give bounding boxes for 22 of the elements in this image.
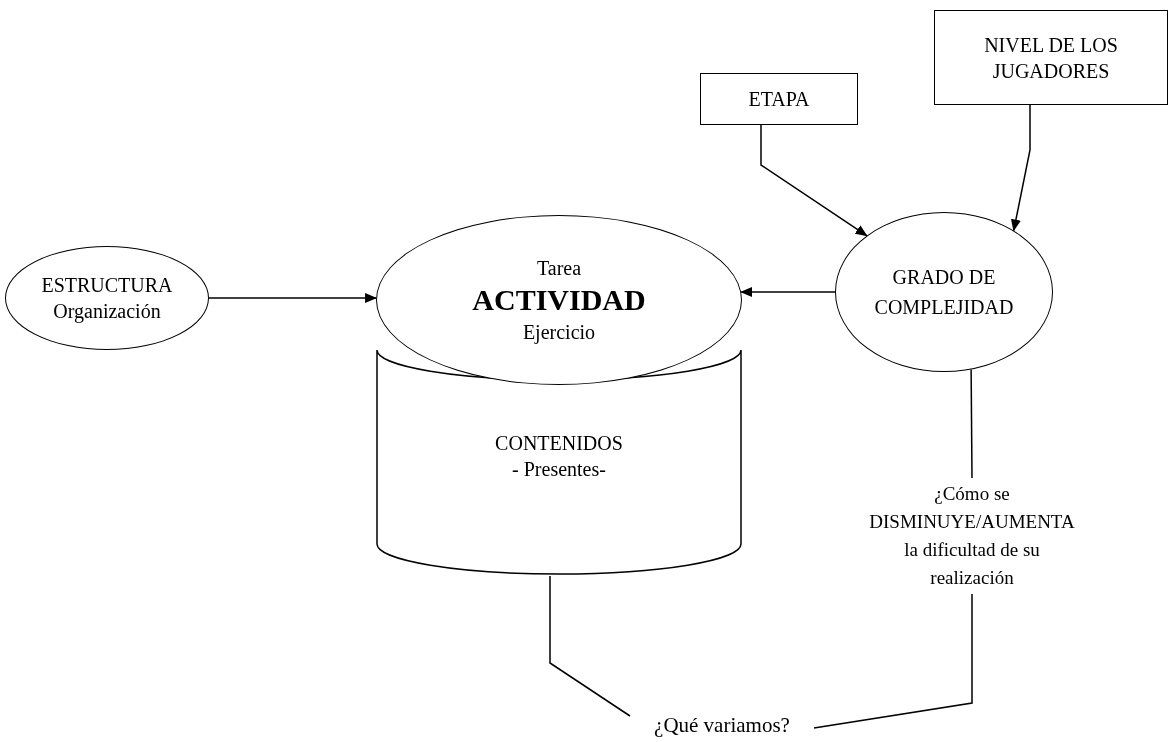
- arrow: [208, 293, 378, 303]
- node-text: - Presentes-: [512, 457, 606, 482]
- connector-line: [813, 593, 973, 729]
- cylinder-node: [376, 350, 742, 576]
- node-text: CONTENIDOS: [495, 431, 623, 456]
- node-text: Organización: [53, 299, 161, 324]
- process-box: [700, 73, 858, 125]
- node-text: GRADO DE COMPLEJIDAD: [873, 265, 1015, 320]
- arrow: [760, 124, 868, 237]
- node-text: ETAPA: [748, 87, 810, 112]
- connector-line: [549, 575, 631, 717]
- connector-line: [970, 368, 973, 479]
- node-text: Ejercicio: [522, 320, 596, 346]
- node-text: ¿Qué variamos?: [654, 712, 790, 739]
- process-box: [934, 10, 1168, 105]
- node-text: ¿Cómo se DISMINUYE/AUMENTA la dificultad de su realización: [868, 482, 1076, 590]
- arrow: [1011, 104, 1031, 232]
- node-text: NIVEL DE LOS JUGADORES: [983, 32, 1119, 84]
- arrow: [740, 287, 836, 298]
- title-text: ACTIVIDAD: [472, 283, 646, 317]
- node-text: Tarea: [536, 256, 582, 281]
- node-text: ESTRUCTURA: [41, 273, 173, 298]
